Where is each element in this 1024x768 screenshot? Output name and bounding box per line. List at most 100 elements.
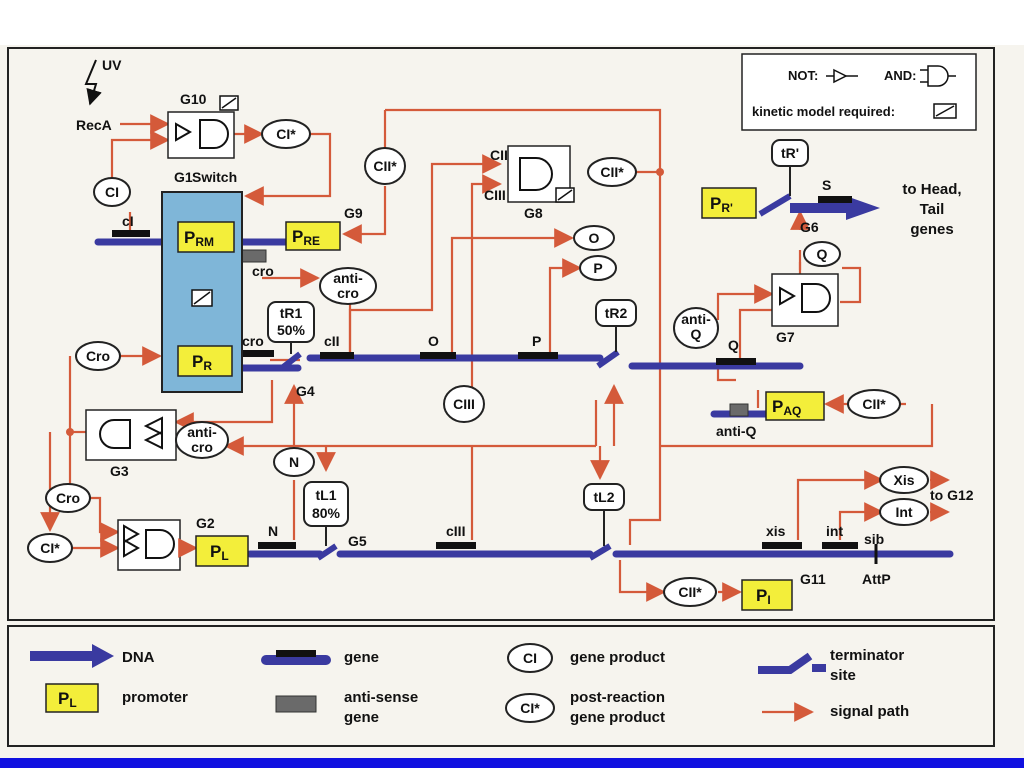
svg-text:cro: cro [337, 285, 359, 301]
svg-text:PR': PR' [710, 194, 733, 215]
svg-text:G9: G9 [344, 205, 363, 221]
svg-text:anti-sense: anti-sense [344, 689, 418, 706]
product-cii-star-pi [663, 577, 717, 607]
svg-text:50%: 50% [277, 322, 306, 338]
svg-text:DNA: DNA [122, 649, 155, 666]
svg-text:Cro: Cro [56, 490, 80, 506]
svg-text:CIII: CIII [484, 187, 506, 203]
svg-text:80%: 80% [312, 505, 341, 521]
svg-text:genes: genes [910, 221, 953, 238]
svg-text:G10: G10 [180, 91, 207, 107]
svg-text:AttP: AttP [862, 571, 891, 587]
product-n [273, 447, 315, 477]
svg-text:cIII: cIII [446, 523, 465, 539]
svg-text:gene: gene [344, 709, 379, 726]
product-cii-star-upper [364, 147, 406, 185]
product-ci-star-top [261, 119, 311, 149]
svg-text:G3: G3 [110, 463, 129, 479]
svg-text:to Head,: to Head, [902, 181, 961, 198]
svg-text:UV: UV [102, 57, 122, 73]
svg-text:Xis: Xis [893, 472, 914, 488]
svg-text:CII*: CII* [678, 584, 702, 600]
diagram-frame [7, 47, 995, 621]
svg-text:post-reaction: post-reaction [570, 689, 665, 706]
svg-text:G8: G8 [524, 205, 543, 221]
gate-g2 [117, 519, 181, 571]
svg-text:O: O [589, 230, 600, 246]
gate-g7 [771, 273, 839, 327]
svg-text:kinetic model required:: kinetic model required: [752, 104, 895, 119]
product-ci-star-lower [27, 533, 73, 563]
svg-text:PRE: PRE [292, 227, 320, 248]
svg-text:Q: Q [691, 326, 702, 342]
promoter-pre: PRE [285, 221, 341, 251]
svg-text:to G12: to G12 [930, 487, 974, 503]
svg-text:N: N [268, 523, 278, 539]
key-box: NOT: AND: kinetic model required: [741, 53, 977, 131]
svg-text:terminator: terminator [830, 647, 904, 664]
svg-text:G4: G4 [296, 383, 315, 399]
gate-g8 [507, 145, 575, 203]
svg-text:N: N [289, 454, 299, 470]
svg-text:G11: G11 [800, 571, 826, 587]
antisense-q [729, 403, 749, 417]
uv-lightning-icon [84, 59, 102, 106]
svg-text:Cro: Cro [86, 348, 110, 364]
svg-text:G2: G2 [196, 515, 215, 531]
svg-text:PL: PL [210, 542, 229, 563]
svg-text:G6: G6 [800, 219, 819, 235]
svg-text:cro: cro [252, 263, 274, 279]
product-cro-upper [75, 341, 121, 371]
svg-text:CII: CII [490, 147, 508, 163]
product-cro-lower [45, 483, 91, 513]
product-ci [93, 177, 131, 207]
product-anti-cro-upper [319, 267, 377, 305]
svg-text:cI: cI [122, 213, 134, 229]
product-xis [879, 466, 929, 494]
svg-text:Tail: Tail [920, 201, 945, 218]
gate-g10 [167, 95, 239, 159]
bottom-bar [0, 758, 1024, 768]
product-ciii-mid [443, 385, 485, 423]
svg-text:G1: G1 [174, 169, 193, 185]
svg-text:gene: gene [344, 649, 379, 666]
promoter-paq: PAQ [765, 391, 825, 421]
svg-text:int: int [826, 523, 843, 539]
gene-cro-bar [240, 350, 274, 357]
svg-text:CII*: CII* [862, 396, 886, 412]
svg-text:AND:: AND: [884, 68, 917, 83]
svg-text:G5: G5 [348, 533, 367, 549]
legend-frame [7, 625, 995, 747]
antisense-cro [239, 249, 267, 263]
product-anti-q [673, 307, 719, 349]
svg-text:anti-: anti- [333, 270, 363, 286]
svg-text:S: S [822, 177, 831, 193]
svg-text:cro: cro [242, 333, 264, 349]
gate-g3 [85, 409, 177, 461]
product-o [573, 225, 615, 251]
svg-text:anti-Q: anti-Q [716, 423, 757, 439]
svg-text:promoter: promoter [122, 689, 188, 706]
svg-text:Q: Q [817, 246, 828, 262]
svg-text:CI*: CI* [40, 540, 60, 556]
svg-text:P: P [593, 260, 602, 276]
promoter-prm: PRM [177, 221, 235, 253]
svg-text:tL1: tL1 [316, 487, 337, 503]
svg-text:PI: PI [756, 586, 771, 607]
product-p [579, 255, 617, 281]
svg-text:CII*: CII* [373, 158, 397, 174]
svg-text:CII*: CII* [600, 164, 624, 180]
product-int [879, 498, 929, 526]
promoter-pr-prime: PR' [701, 187, 757, 219]
svg-text:O: O [428, 333, 439, 349]
svg-text:tR1: tR1 [280, 305, 303, 321]
product-cii-star-paq [847, 389, 901, 419]
svg-text:PAQ: PAQ [772, 397, 801, 418]
svg-text:PRM: PRM [184, 228, 214, 249]
svg-text:PR: PR [192, 352, 212, 373]
svg-text:Q: Q [728, 337, 739, 353]
svg-text:PL: PL [58, 689, 77, 710]
not-gate-icon [833, 68, 848, 84]
svg-text:cII: cII [324, 333, 340, 349]
